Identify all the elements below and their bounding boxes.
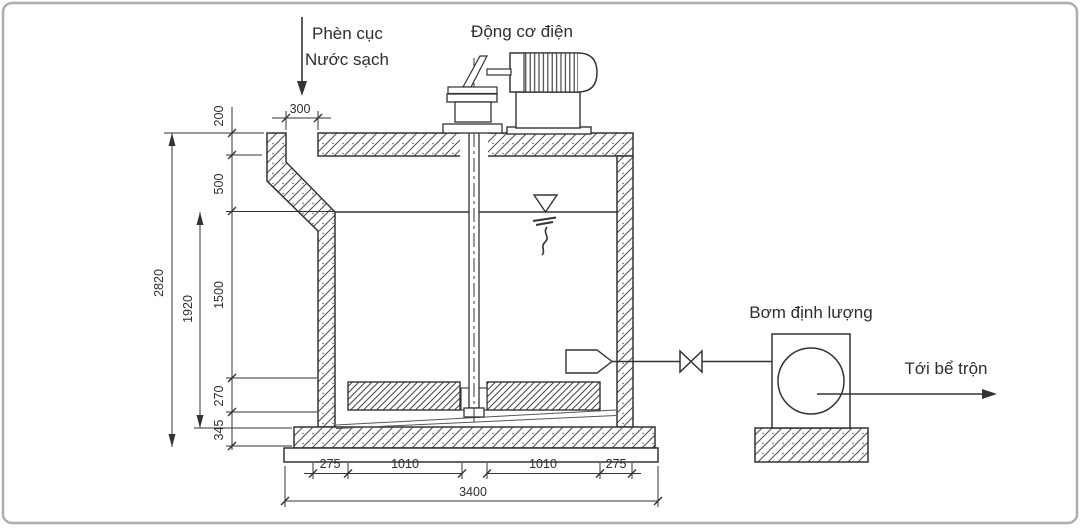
tick-marks <box>280 496 663 506</box>
bearing-base-plate <box>442 123 503 134</box>
outlet-label: Tới bể trộn <box>905 359 988 378</box>
feed-label-1: Phèn cục <box>312 24 383 43</box>
motor-assembly: Động cơ điện <box>442 22 598 135</box>
feed-label-2: Nước sạch <box>305 50 389 69</box>
pump-label: Bơm định lượng <box>749 303 872 322</box>
tank <box>266 58 659 463</box>
dosing-pump: Bơm định lượng Tới bể trộn <box>749 303 997 463</box>
floor-slope-line-2 <box>335 415 617 429</box>
shaft-spacer-right <box>478 387 488 411</box>
tick-marks <box>227 128 237 451</box>
dimensions: 300 2820 1920 <box>152 102 663 507</box>
tank-footing-plate <box>283 447 659 463</box>
bearing-column <box>454 101 492 123</box>
suction-line <box>565 349 791 374</box>
motor-mount <box>515 91 581 129</box>
dim-left-total: 2820 <box>152 133 176 447</box>
dim-500: 500 <box>212 174 226 195</box>
dim-opening: 300 <box>272 102 331 130</box>
dim-1920: 1920 <box>181 295 195 323</box>
dim-3400: 3400 <box>459 485 487 499</box>
motor-end-cap <box>577 52 598 93</box>
pump-rotor-icon <box>777 347 845 415</box>
support-block-right <box>486 381 601 411</box>
tank-right-wall <box>616 155 634 428</box>
water-level-icon <box>532 194 559 256</box>
dim-bottom-chain: 275 1010 1010 275 <box>304 457 641 478</box>
dim-345: 345 <box>212 420 226 441</box>
motor-fins-icon <box>523 52 579 93</box>
dim-270: 270 <box>212 386 226 407</box>
dim-2820: 2820 <box>152 269 166 297</box>
dim-1010-right: 1010 <box>529 457 557 471</box>
valve-icon <box>679 349 703 374</box>
dim-left-inner: 1920 <box>181 212 204 428</box>
dim-bottom-total: 3400 <box>280 485 663 506</box>
bearing-flange <box>446 93 498 103</box>
motor-label: Động cơ điện <box>471 22 573 41</box>
feed-arrow-head-icon <box>297 81 307 96</box>
dim-200: 200 <box>212 106 226 127</box>
dim-opening-value: 300 <box>290 102 311 116</box>
feed-annotation: Phèn cục Nước sạch <box>297 17 389 96</box>
dim-1010-left: 1010 <box>391 457 419 471</box>
dim-1500: 1500 <box>212 281 226 309</box>
dim-left-chain: 200 500 1500 270 345 <box>212 106 237 451</box>
bottom-extension-lines <box>284 463 659 507</box>
crank-foot-bar <box>447 86 498 95</box>
support-block-left <box>347 381 461 411</box>
dim-275-right: 275 <box>606 457 627 471</box>
tank-bottom-slab <box>293 426 656 449</box>
shaft-spacer-left <box>460 387 470 411</box>
outlet-arrow-head-icon <box>982 389 997 399</box>
strainer-icon <box>565 349 614 374</box>
pump-foundation <box>754 427 869 463</box>
tick-marks <box>308 469 637 478</box>
dim-275-left: 275 <box>320 457 341 471</box>
motor-drive-shaft <box>486 68 512 76</box>
